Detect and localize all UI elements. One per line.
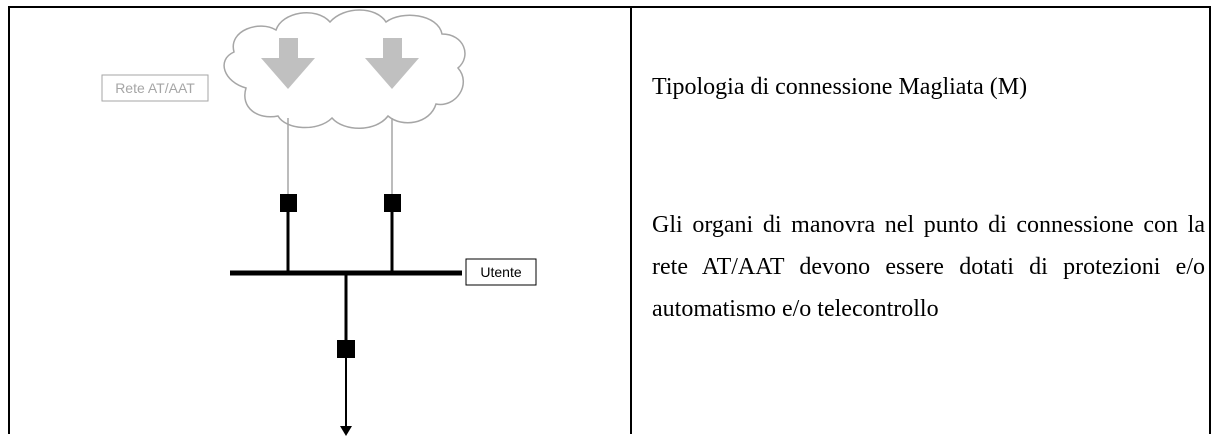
load-arrow-icon [340, 426, 352, 436]
breaker-outgoing [337, 340, 355, 358]
cell-divider [630, 8, 632, 434]
connection-type-title: Tipologia di connessione Magliata (M) [652, 74, 1028, 100]
content-table: Rete AT/AAT Utente Tipologia [8, 6, 1211, 436]
connection-diagram: Rete AT/AAT Utente [10, 8, 630, 436]
description-cell: Tipologia di connessione Magliata (M) Gl… [652, 8, 1207, 436]
network-cloud [223, 9, 466, 129]
network-label: Rete AT/AAT [115, 80, 195, 96]
network-label-box [101, 74, 209, 102]
breaker-right [384, 194, 401, 212]
single-line-diagram: Rete AT/AAT Utente [101, 9, 537, 436]
user-label: Utente [480, 264, 521, 280]
power-arrow-right [365, 38, 419, 89]
breaker-left [280, 194, 297, 212]
user-label-box [465, 258, 537, 286]
power-arrow-left [261, 38, 315, 89]
description-paragraph: Gli organi di manovra nel punto di conne… [652, 212, 1205, 322]
